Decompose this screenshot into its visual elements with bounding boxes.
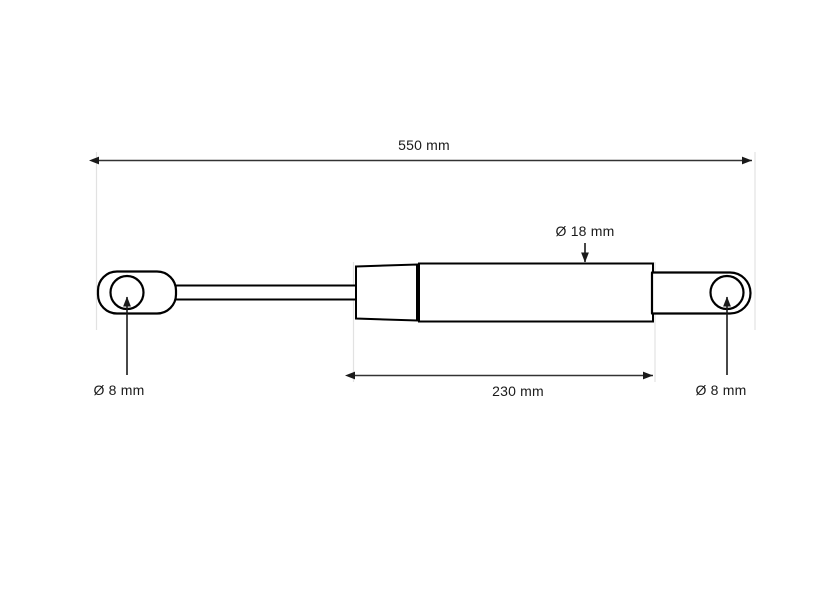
dimension-label-left-eyelet-bore: Ø 8 mm	[94, 382, 145, 398]
gas-spring-part	[96, 262, 752, 323]
dimension-right-eyelet-bore: Ø 8 mm	[696, 296, 747, 398]
cylinder-body	[418, 262, 654, 323]
piston-rod	[159, 284, 366, 301]
dimension-label-body-diameter: Ø 18 mm	[556, 223, 615, 239]
dimension-label-right-eyelet-bore: Ø 8 mm	[696, 382, 747, 398]
seal-cap	[355, 263, 418, 322]
dimension-body-length: 230 mm	[345, 371, 653, 399]
dimension-label-overall-length: 550 mm	[398, 137, 450, 153]
dimension-overall-length: 550 mm	[89, 137, 752, 165]
dimension-label-body-length: 230 mm	[492, 383, 544, 399]
dimension-left-eyelet-bore: Ø 8 mm	[94, 296, 145, 398]
dimension-body-diameter: Ø 18 mm	[556, 223, 615, 263]
